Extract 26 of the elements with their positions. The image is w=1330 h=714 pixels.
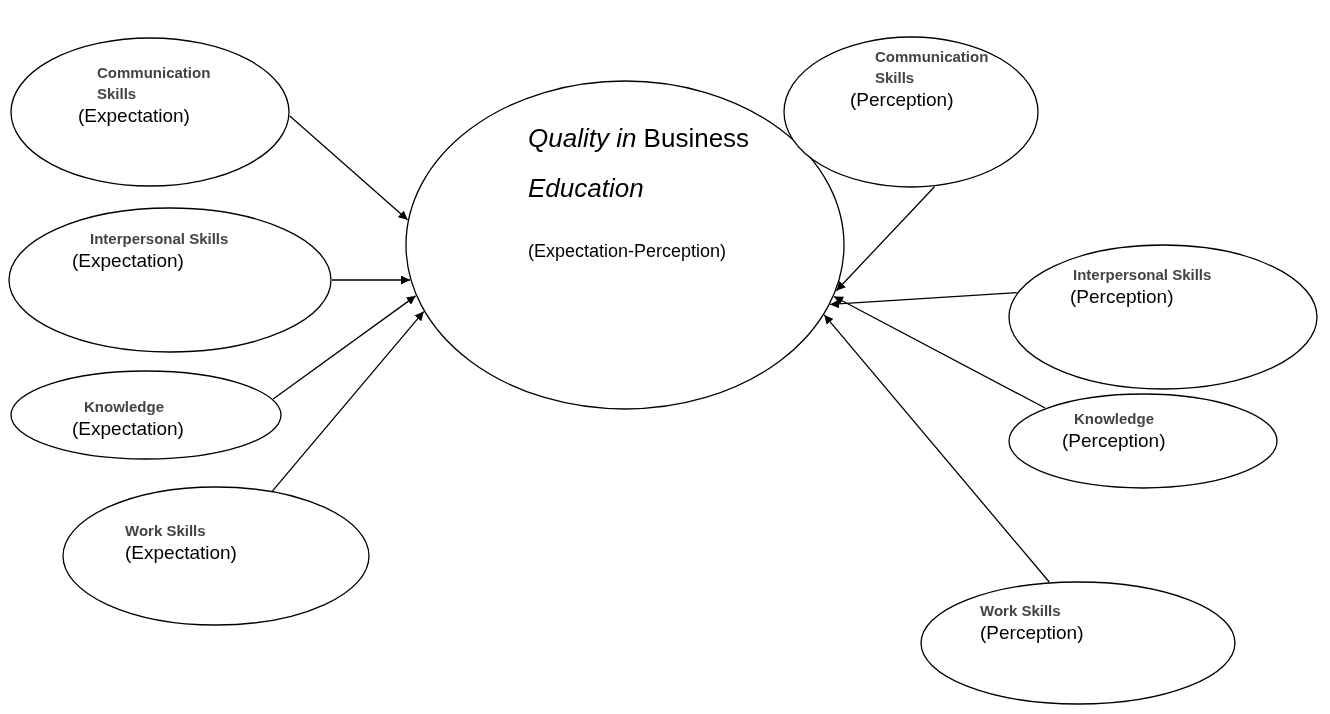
node-title: Interpersonal Skills (1073, 265, 1213, 285)
node-subtitle: (Perception) (850, 88, 955, 112)
node-title: Work Skills (125, 521, 207, 541)
node-subtitle: (Perception) (1062, 429, 1167, 453)
node-subtitle: (Expectation) (78, 104, 191, 128)
node-subtitle: (Expectation) (72, 417, 185, 441)
arrow (289, 115, 409, 221)
node-title: Knowledge (84, 397, 165, 417)
arrow (331, 275, 411, 285)
node-subtitle: (Perception) (980, 621, 1085, 645)
node-title: Communication Skills (97, 63, 212, 104)
node-title: Quality in Business Education (528, 122, 751, 205)
arrow (271, 310, 425, 492)
arrow (835, 186, 936, 292)
node-subtitle: (Expectation) (72, 249, 185, 273)
node-title: Knowledge (1074, 409, 1155, 429)
node-title: Communication Skills (875, 47, 990, 88)
arrow (829, 291, 1018, 309)
node-title: Interpersonal Skills (90, 229, 230, 249)
node-subtitle: (Expectation) (125, 541, 238, 565)
node-subtitle: (Expectation-Perception) (528, 241, 728, 262)
arrow (823, 314, 1050, 583)
node-subtitle: (Perception) (1070, 285, 1175, 309)
arrow (272, 295, 417, 400)
arrow (833, 295, 1046, 409)
node-title: Work Skills (980, 601, 1062, 621)
